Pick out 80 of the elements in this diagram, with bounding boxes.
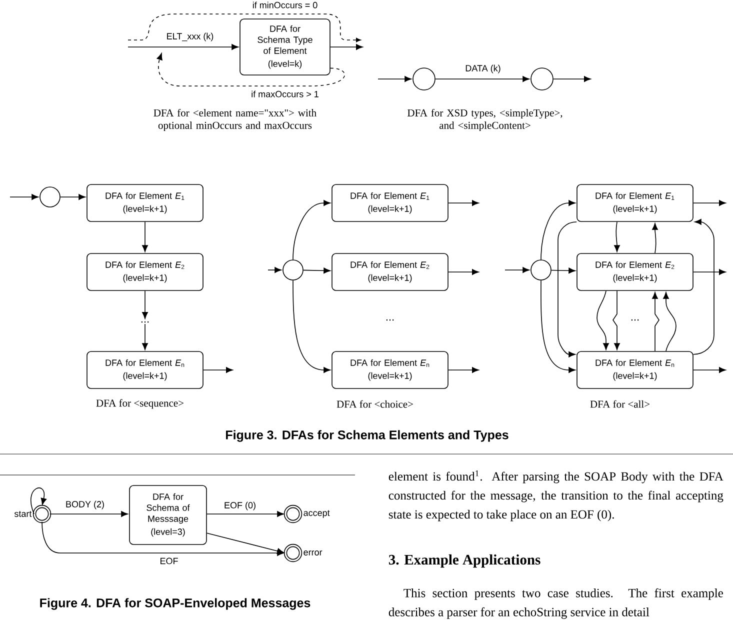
ellipsis: ...: [386, 319, 394, 321]
arrow: [558, 222, 577, 358]
arrow: [540, 200, 576, 260]
process-box: DFA for Element E$_{1}$ (level=k+1): [332, 184, 448, 222]
state-circle: [40, 186, 60, 208]
arrow: [652, 223, 658, 254]
process-box: DFA for Element E$_{n}$ (level=k+1): [332, 351, 448, 389]
process-box: DFA for Element E$_{2}$ (level=k+1): [332, 253, 448, 291]
state-circle: [412, 68, 436, 90]
arrow: [128, 44, 238, 50]
arrow: [42, 522, 284, 556]
process-box: DFA for Element E$_{2}$ (level=k+1): [576, 253, 694, 291]
process-box: DFA for Schema Type of Element (level=k): [240, 18, 330, 76]
loop-arrow: [30, 488, 47, 514]
subfigure-caption: DFA for <sequence>: [96, 399, 184, 409]
ellipsis: ...: [631, 319, 639, 321]
section-heading: 3. Example Applications: [388, 554, 540, 568]
state-label: accept: [304, 510, 330, 518]
state-circle: [282, 260, 304, 280]
figure-caption: Figure 3. DFAs for Schema Elements and Types: [226, 430, 508, 442]
arrow: [614, 222, 620, 252]
edge-label: ELT_xxx (k): [165, 32, 215, 42]
arrow: [504, 267, 530, 273]
state-circle: [32, 504, 52, 524]
state-label: error: [304, 550, 322, 556]
edge-label: EOF: [158, 556, 180, 566]
edge-label: if maxOccurs > 1: [250, 90, 320, 98]
figure-caption: Figure 4. DFA for SOAP-Enveloped Messages: [40, 598, 310, 610]
condition-label: if minOccurs = 0: [252, 2, 318, 8]
edge-label: DATA (k): [464, 64, 502, 74]
arrow: [693, 200, 726, 206]
process-box: DFA for Schema of Messsage (level=3): [129, 485, 207, 545]
arrow: [596, 290, 609, 350]
arrow: [142, 290, 148, 319]
arrow: [203, 367, 233, 373]
arrow: [142, 324, 148, 350]
state-circle: [530, 260, 552, 280]
arrow: [693, 218, 714, 355]
arrow: [142, 222, 148, 252]
arrow: [303, 268, 330, 274]
arrow: [553, 76, 591, 82]
process-box: DFA for Element E$_{2}$ (level=k+1): [86, 253, 204, 291]
state-label: start: [14, 511, 32, 517]
arrow: [10, 194, 38, 200]
process-box: DFA for Element E$_{1}$ (level=k+1): [86, 184, 204, 222]
arrow: [663, 292, 676, 352]
arrow: [693, 269, 726, 275]
subfigure-caption: DFA for <element name="xxx"> with optional minOccurs and maxOccurs: [154, 108, 316, 132]
arrow: [448, 200, 479, 206]
edge-label: EOF (0): [223, 500, 257, 512]
arrow: [652, 292, 660, 352]
edge-label: BODY (2): [64, 500, 106, 510]
arrow: [448, 269, 479, 275]
arrow: [693, 367, 726, 373]
arrow: [330, 44, 363, 50]
process-box: DFA for Element E$_{1}$ (level=k+1): [576, 184, 694, 222]
subfigure-caption: DFA for XSD types, <simpleType>, and <simpleContent>: [408, 108, 562, 132]
arrow: [50, 511, 128, 517]
dashed-arrow: [156, 53, 346, 86]
arrow: [206, 511, 284, 517]
state-circle: [284, 544, 302, 562]
subfigure-caption: DFA for <all>: [590, 400, 650, 408]
ellipsis: ...: [141, 321, 149, 323]
arrow: [292, 280, 330, 373]
subfigure-caption: DFA for <choice>: [336, 400, 413, 408]
arrow: [435, 76, 530, 82]
arrow: [60, 194, 86, 200]
arrow: [551, 268, 576, 274]
state-circle: [530, 68, 554, 90]
process-box: DFA for Element E$_{n}$ (level=k+1): [86, 351, 204, 389]
arrow: [292, 200, 330, 260]
body-paragraph: element is found$^{1}$. After parsing the SOAP Body with the DFA constructed for the message, the transition to the final accepting state is expected to take place on an EOF (0).: [388, 470, 724, 522]
arrow: [378, 76, 412, 82]
body-paragraph: This section presents two case studies. The first example describes a parser for an echoString service in detail: [388, 588, 723, 619]
arrow: [448, 367, 479, 373]
process-box: DFA for Element E$_{n}$ (level=k+1): [576, 351, 694, 389]
arrow: [540, 280, 576, 373]
state-circle: [284, 504, 302, 524]
arrow: [612, 290, 620, 350]
arrow: [268, 267, 282, 273]
